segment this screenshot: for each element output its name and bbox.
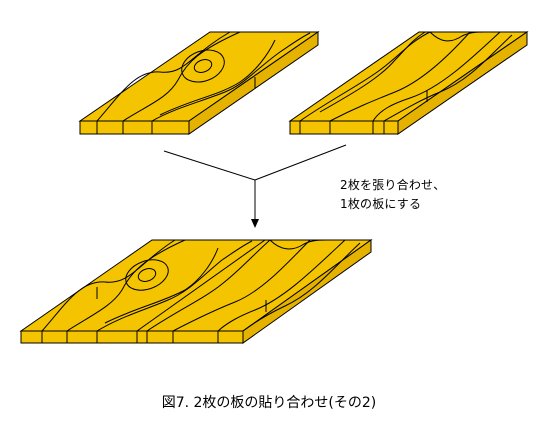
board-a-end-grain: [96, 121, 153, 134]
board-b-end-face: [289, 120, 399, 135]
board-a-wood-grain: [96, 31, 311, 122]
board-b-end-grain: [299, 121, 385, 134]
board-a-top-face: [78, 31, 320, 122]
combined-board-glue-joint: [136, 239, 266, 332]
board-a-end-face: [79, 120, 190, 135]
board-b-wood-grain: [299, 31, 513, 122]
merge-arrow: [163, 144, 347, 228]
arrow-head: [251, 219, 259, 228]
annotation-line-2: 1枚の板にする: [340, 197, 422, 211]
combined-board-end-grain: [41, 331, 219, 343]
combined-board-end-face: [20, 330, 244, 344]
board-b: [288, 31, 529, 135]
annotation-line-1: 2枚を張り合わせ、: [340, 178, 446, 192]
combined-board: [19, 239, 373, 344]
merge-annotation: 2枚を張り合わせ、 1枚の板にする: [340, 176, 445, 214]
combined-board-wood-grain: [41, 239, 361, 332]
board-a: [78, 31, 320, 135]
figure-caption: 図7. 2枚の板の貼り合わせ(その2): [161, 395, 377, 411]
